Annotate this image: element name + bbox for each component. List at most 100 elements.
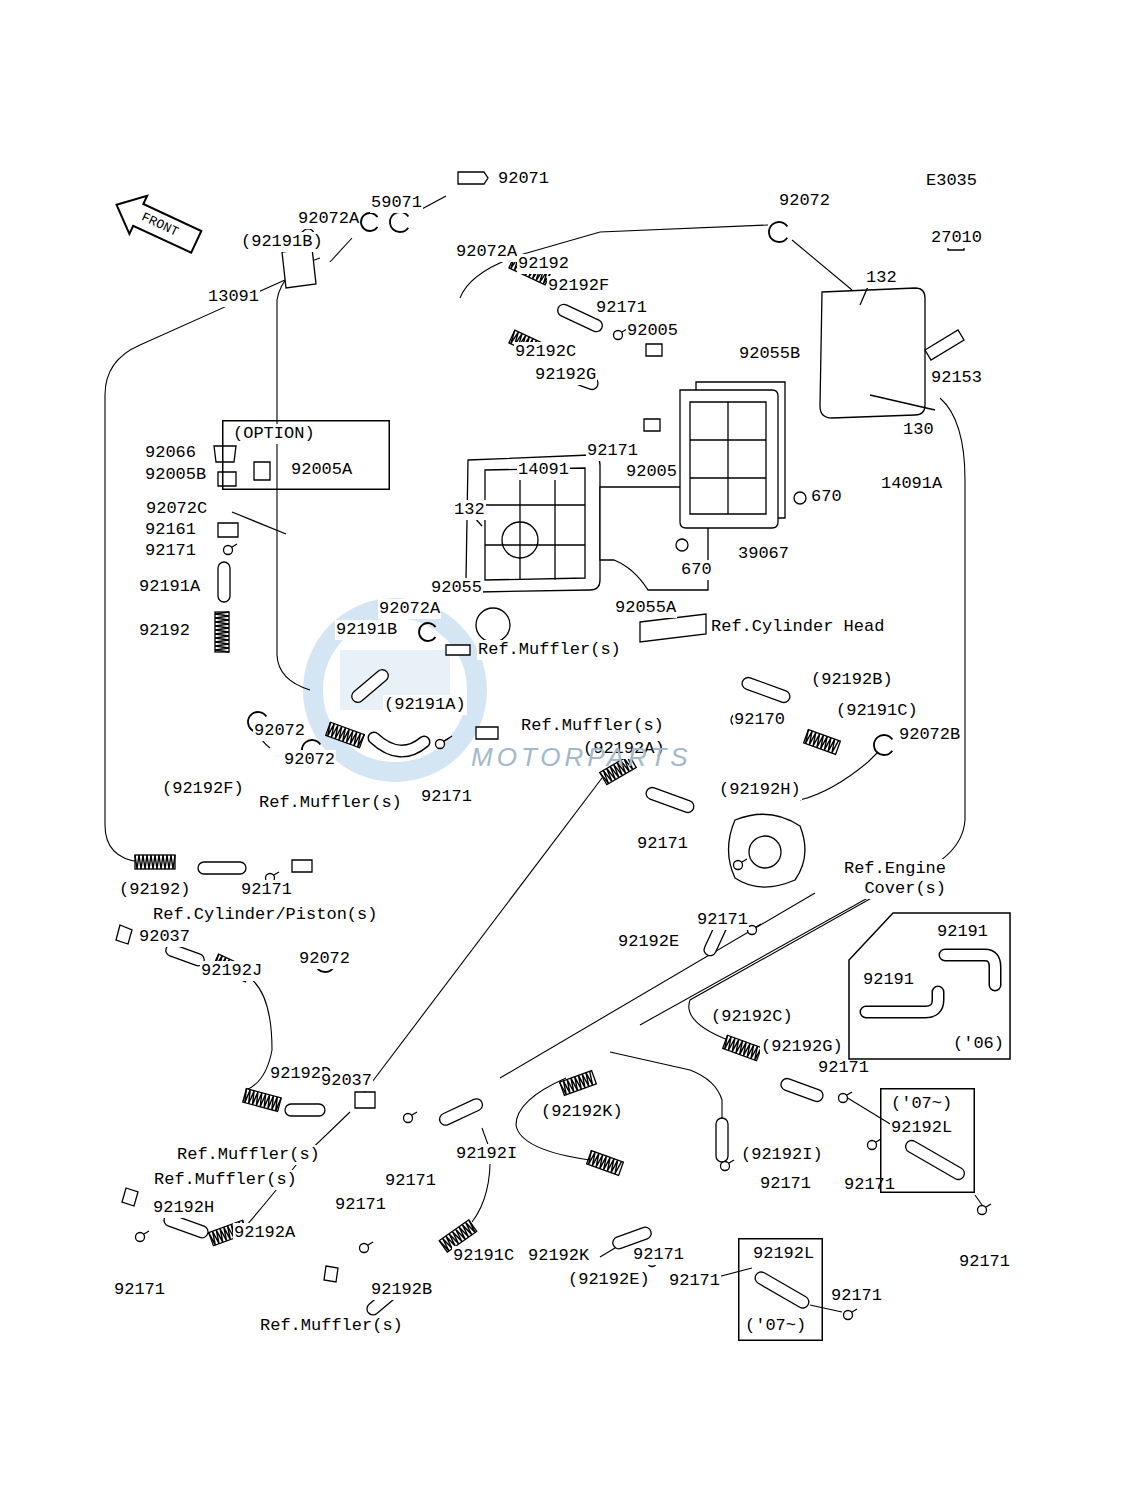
watermark-ring <box>313 608 477 772</box>
callout-number: 92055B <box>738 344 801 364</box>
box-border <box>223 421 390 490</box>
diagram-code: E3035 <box>925 171 978 191</box>
hose-body <box>644 786 695 814</box>
hose <box>740 676 791 704</box>
box-text: ('07~) <box>744 1316 807 1336</box>
callout-number: 92071 <box>497 169 550 189</box>
spring-coil <box>804 730 839 754</box>
callout-number: 92171 <box>113 1280 166 1300</box>
callout-number: 130 <box>902 420 935 440</box>
callout-number: 92005B <box>144 465 207 485</box>
o-ring <box>476 608 510 642</box>
hose-route-line <box>330 238 352 262</box>
callout-number: 27010 <box>930 228 983 248</box>
callout-number: 92171 <box>240 880 293 900</box>
callout-number: (92192F) <box>161 779 245 799</box>
spring-coil <box>587 1151 622 1175</box>
box-text: 92191 <box>936 922 989 942</box>
clamp <box>404 1114 413 1123</box>
spring-hose <box>804 730 841 755</box>
box-border <box>739 1239 823 1341</box>
reference-note: Ref.Muffler(s) <box>520 716 665 736</box>
callout-number: 92192F <box>547 276 610 296</box>
clamp <box>436 740 445 749</box>
front-arrow <box>108 186 206 261</box>
bent-hose <box>866 992 938 1012</box>
callout-number: 92153 <box>930 368 983 388</box>
callout-number: 92171 <box>696 910 749 930</box>
callout-number: 92192C <box>514 342 577 362</box>
callout-number: 92005 <box>625 462 678 482</box>
callout-number: 92171 <box>420 787 473 807</box>
callout-number: 92005 <box>626 321 679 341</box>
washer <box>218 472 236 486</box>
clamp <box>868 1141 877 1150</box>
valve-housing <box>680 390 778 528</box>
pin <box>420 196 446 210</box>
option-fitting <box>254 462 270 480</box>
circlip <box>390 212 408 232</box>
bent-hose <box>945 955 995 985</box>
hose <box>438 1097 485 1127</box>
callout-number: 670 <box>680 560 713 580</box>
clamp <box>224 546 233 555</box>
clamp-tab <box>742 859 747 862</box>
callout-number: 92192B <box>370 1280 433 1300</box>
reference-note: Ref.Muffler(s) <box>477 640 622 660</box>
callout-number: 92170 <box>733 710 786 730</box>
spring-hose <box>215 612 229 652</box>
cylinder-head-pipe <box>640 614 706 642</box>
callout-number: 92055 <box>430 578 483 598</box>
fitting <box>644 419 660 431</box>
clamp <box>360 1244 369 1253</box>
clamp-tab <box>756 924 761 927</box>
clamp-tab <box>368 1242 373 1245</box>
callout-number: 59071 <box>370 193 423 213</box>
callout-number: 92171 <box>958 1252 1011 1272</box>
nipple-fitting <box>476 727 498 739</box>
spring-hose-body <box>723 1035 762 1060</box>
spring-hose <box>560 1071 597 1096</box>
box-border <box>849 913 1010 1059</box>
callout-number: (92191B) <box>240 232 324 252</box>
clamp-tab <box>847 1092 852 1095</box>
hose-body <box>438 1097 485 1127</box>
hose-route-line <box>366 778 602 1090</box>
spring-coil <box>215 612 229 652</box>
clamp-tab <box>144 1231 149 1234</box>
callout-number: 92072 <box>283 750 336 770</box>
callout-number: 92072A <box>378 599 441 619</box>
callout-number: 92192 <box>517 254 570 274</box>
clamp-tab <box>986 1204 991 1207</box>
box-text: 92192L <box>890 1118 953 1138</box>
callout-number: 92171 <box>668 1271 721 1291</box>
callout-number: 92171 <box>144 541 197 561</box>
callout-number: (92192H) <box>718 780 802 800</box>
spring-coil <box>243 1089 281 1112</box>
spring-hose <box>326 722 365 747</box>
spring-coil <box>135 855 175 869</box>
hose-route-line <box>800 752 878 800</box>
callout-number: 92191A <box>138 577 201 597</box>
o-ring <box>502 522 538 558</box>
o-ring <box>749 836 781 868</box>
engine-cover <box>729 814 805 887</box>
hose-body <box>285 1104 325 1116</box>
hose-route-line <box>975 1195 982 1205</box>
hose <box>285 1104 325 1116</box>
spring-coil <box>723 1035 762 1060</box>
hose-body <box>218 562 230 602</box>
clamp <box>839 1094 848 1103</box>
spring-hose-body <box>326 722 365 747</box>
nipple-fitting <box>292 860 312 872</box>
reference-note: Ref.Muffler(s) <box>259 1316 404 1336</box>
box-text: 92191 <box>862 970 915 990</box>
clamp-tab <box>232 544 237 547</box>
bent-hose <box>374 738 424 751</box>
cover-plate <box>466 455 600 592</box>
spring-hose <box>723 1035 762 1060</box>
callout-number: 92191B <box>335 620 398 640</box>
spring-hose <box>135 855 175 869</box>
callout-number: 92192J <box>200 961 263 981</box>
hose <box>644 786 695 814</box>
